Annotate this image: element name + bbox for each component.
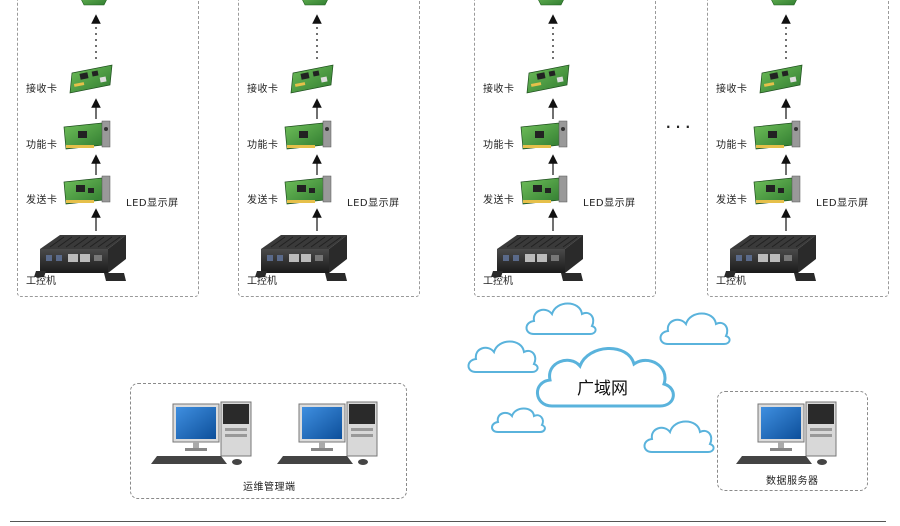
arrow-icon (312, 98, 322, 119)
send-card-icon (520, 175, 568, 205)
arrow-icon (312, 154, 322, 175)
receive-card-icon (69, 64, 113, 94)
receive-card-icon (290, 64, 334, 94)
function-card-icon (753, 120, 801, 150)
wan-label: 广域网 (577, 379, 628, 399)
send-card-icon (63, 175, 111, 205)
send-card-label: 发送卡 (716, 195, 748, 206)
send-card-label: 发送卡 (247, 195, 279, 206)
cloud-icon (659, 312, 731, 345)
industrial-pc-label: 工控机 (247, 276, 277, 287)
cloud-icon (491, 407, 546, 433)
led-group-3: 接收卡 功能卡 发送卡 (474, 0, 656, 297)
dotted-connector-icon (312, 14, 322, 59)
receive-card-label: 接收卡 (247, 84, 279, 95)
send-card-label: 发送卡 (26, 195, 58, 206)
cloud-icon (643, 420, 715, 453)
wan-cloud-icon (536, 347, 675, 408)
industrial-pc-icon (34, 235, 126, 281)
arrow-icon (312, 208, 322, 231)
receive-card-label: 接收卡 (716, 84, 748, 95)
receive-card-label: 接收卡 (483, 84, 515, 95)
led-screen-label: LED显示屏 (583, 198, 636, 209)
server-computer-icon (736, 401, 837, 465)
industrial-pc-icon (491, 235, 583, 281)
industrial-pc-icon (724, 235, 816, 281)
function-card-label: 功能卡 (247, 140, 279, 151)
receive-card-top-icon (302, 0, 328, 6)
arrow-icon (781, 154, 791, 175)
arrow-icon (548, 154, 558, 175)
arrow-icon (548, 98, 558, 119)
led-group-2: 接收卡 功能卡 发送卡 (238, 0, 420, 297)
dotted-connector-icon (91, 14, 101, 59)
send-card-icon (284, 175, 332, 205)
more-groups-ellipsis: · · · (666, 120, 691, 134)
bottom-divider (10, 521, 886, 522)
send-card-label: 发送卡 (483, 195, 515, 206)
led-group-1: 接收卡 功能卡 发送卡 (17, 0, 199, 297)
industrial-pc-label: 工控机 (716, 276, 746, 287)
function-card-icon (284, 120, 332, 150)
industrial-pc-label: 工控机 (26, 276, 56, 287)
arrow-icon (781, 208, 791, 231)
workstation-icon (277, 401, 378, 465)
receive-card-icon (759, 64, 803, 94)
arrow-icon (91, 208, 101, 231)
receive-card-top-icon (771, 0, 797, 6)
led-screen-label: LED显示屏 (126, 198, 179, 209)
led-group-4: 接收卡 功能卡 发送卡 (707, 0, 889, 297)
function-card-icon (520, 120, 568, 150)
cloud-icon (525, 302, 597, 335)
ops-management-box: 运维管理端 (130, 383, 407, 499)
arrow-icon (91, 98, 101, 119)
function-card-label: 功能卡 (716, 140, 748, 151)
industrial-pc-label: 工控机 (483, 276, 513, 287)
data-server-label: 数据服务器 (766, 476, 819, 487)
arrow-icon (548, 208, 558, 231)
send-card-icon (753, 175, 801, 205)
cloud-icon (467, 340, 539, 373)
receive-card-label: 接收卡 (26, 84, 58, 95)
workstation-icon (151, 401, 252, 465)
led-screen-label: LED显示屏 (816, 198, 869, 209)
ops-management-label: 运维管理端 (243, 482, 296, 493)
industrial-pc-icon (255, 235, 347, 281)
receive-card-top-icon (81, 0, 107, 6)
function-card-label: 功能卡 (483, 140, 515, 151)
receive-card-icon (526, 64, 570, 94)
function-card-label: 功能卡 (26, 140, 58, 151)
arrow-icon (91, 154, 101, 175)
dotted-connector-icon (781, 14, 791, 59)
dotted-connector-icon (548, 14, 558, 59)
data-server-box: 数据服务器 (717, 391, 868, 491)
receive-card-top-icon (538, 0, 564, 6)
arrow-icon (781, 98, 791, 119)
function-card-icon (63, 120, 111, 150)
led-screen-label: LED显示屏 (347, 198, 400, 209)
